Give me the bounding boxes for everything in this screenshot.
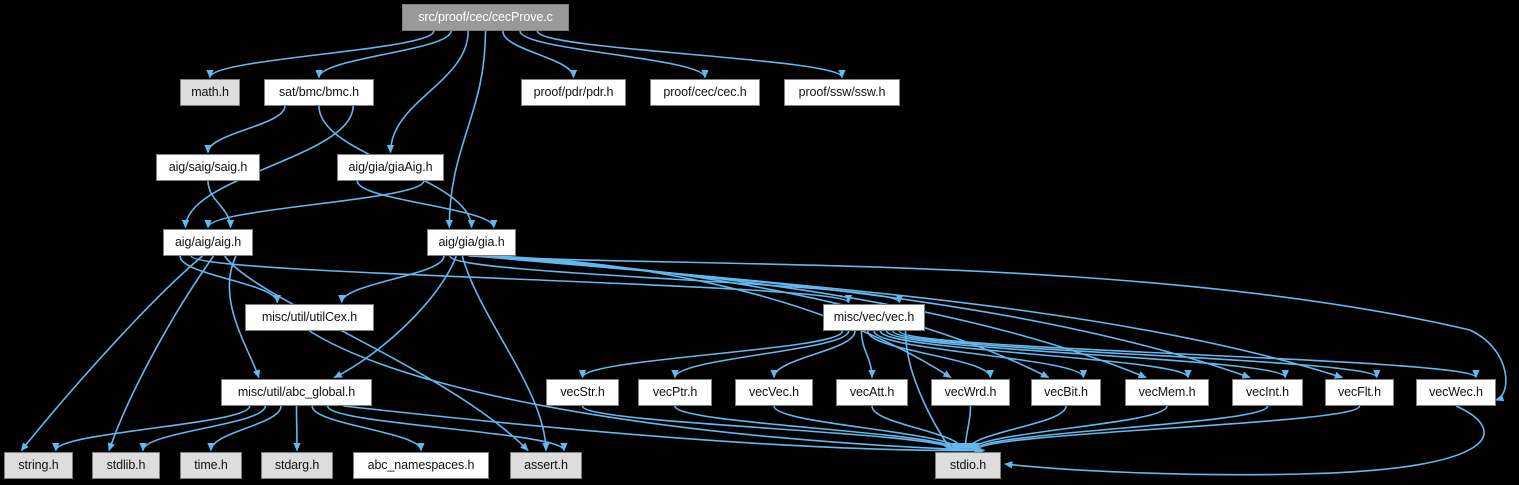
graph-edge-cecProve-to-cec — [520, 31, 705, 78]
graph-edge-cecProve-to-gia — [449, 31, 485, 228]
graph-node-aig[interactable]: aig/aig/aig.h — [163, 229, 253, 256]
graph-edge-giaAig-to-aig — [208, 181, 424, 228]
graph-node-stdlib[interactable]: stdlib.h — [92, 452, 160, 479]
graph-node-vecFlt[interactable]: vecFlt.h — [1325, 379, 1394, 406]
graph-node-stdarg[interactable]: stdarg.h — [261, 452, 333, 479]
graph-node-assert[interactable]: assert.h — [510, 452, 582, 479]
graph-node-giaAig[interactable]: aig/gia/giaAig.h — [337, 154, 444, 181]
graph-edge-vec-to-vecInt — [887, 331, 1286, 378]
graph-node-cecProve[interactable]: src/proof/cec/cecProve.c — [402, 4, 569, 31]
graph-edge-vecMem-to-stdio — [971, 406, 1167, 451]
graph-node-vecWec[interactable]: vecWec.h — [1416, 379, 1496, 406]
graph-edge-cecProve-to-giaAig — [391, 31, 469, 153]
graph-edge-abc_global-to-stdarg — [297, 406, 298, 451]
graph-node-time[interactable]: time.h — [180, 452, 242, 479]
graph-edge-vec-to-vecAtt — [861, 331, 872, 378]
graph-edge-aig-to-string — [21, 256, 202, 451]
graph-edge-vecFlt-to-stdio — [976, 406, 1359, 451]
graph-node-gia[interactable]: aig/gia/gia.h — [427, 229, 516, 256]
graph-edge-gia-to-assert — [462, 256, 546, 451]
graph-node-pdr[interactable]: proof/pdr/pdr.h — [521, 79, 626, 106]
graph-edge-giaAig-to-gia — [357, 181, 494, 228]
graph-edge-vecAtt-to-stdio — [872, 406, 963, 451]
graph-node-string[interactable]: string.h — [4, 452, 73, 479]
graph-node-saig[interactable]: aig/saig/saig.h — [156, 154, 260, 181]
graph-node-utilCex[interactable]: misc/util/utilCex.h — [245, 304, 374, 331]
graph-edge-vec-to-vecPtr — [675, 331, 849, 378]
graph-edge-abc_global-to-time — [211, 406, 281, 451]
graph-edge-cecProve-to-bmc — [319, 31, 451, 78]
graph-node-abc_global[interactable]: misc/util/abc_global.h — [221, 379, 372, 406]
graph-node-cec[interactable]: proof/cec/cec.h — [650, 79, 760, 106]
graph-edge-vec-to-vecStr — [583, 331, 843, 378]
graph-node-vecPtr[interactable]: vecPtr.h — [638, 379, 712, 406]
graph-node-vecInt[interactable]: vecInt.h — [1232, 379, 1303, 406]
graph-node-vecMem[interactable]: vecMem.h — [1125, 379, 1209, 406]
graph-edge-gia-to-utilCex — [342, 256, 444, 303]
graph-node-bmc[interactable]: sat/bmc/bmc.h — [264, 79, 374, 106]
graph-edge-vecWrd-to-stdio — [965, 406, 970, 451]
graph-edge-gia-to-vecBit — [487, 256, 1049, 378]
graph-edge-cecProve-to-math — [210, 31, 434, 78]
graph-node-math[interactable]: math.h — [180, 79, 240, 106]
graph-node-stdio[interactable]: stdio.h — [935, 452, 1001, 479]
graph-edge-gia-to-vecMem — [481, 256, 1146, 378]
graph-node-vec[interactable]: misc/vec/vec.h — [823, 304, 925, 331]
graph-edge-vecWec-to-stdio — [1005, 406, 1484, 475]
graph-edge-cecProve-to-ssw — [537, 31, 842, 78]
graph-edge-abc_global-to-string — [56, 406, 250, 451]
graph-edge-vecBit-to-stdio — [968, 406, 1066, 451]
graph-node-vecVec[interactable]: vecVec.h — [735, 379, 813, 406]
graph-edge-vec-to-vecVec — [774, 331, 855, 378]
graph-node-ssw[interactable]: proof/ssw/ssw.h — [784, 79, 900, 106]
graph-edge-vec-to-vecFlt — [893, 331, 1377, 378]
graph-node-abc_ns[interactable]: abc_namespaces.h — [353, 452, 489, 479]
graph-node-vecBit[interactable]: vecBit.h — [1031, 379, 1101, 406]
graph-node-vecAtt[interactable]: vecAtt.h — [836, 379, 908, 406]
graph-node-vecWrd[interactable]: vecWrd.h — [931, 379, 1010, 406]
graph-node-vecStr[interactable]: vecStr.h — [546, 379, 619, 406]
graph-edge-cecProve-to-pdr — [503, 31, 574, 78]
graph-edge-bmc-to-saig — [208, 106, 285, 153]
